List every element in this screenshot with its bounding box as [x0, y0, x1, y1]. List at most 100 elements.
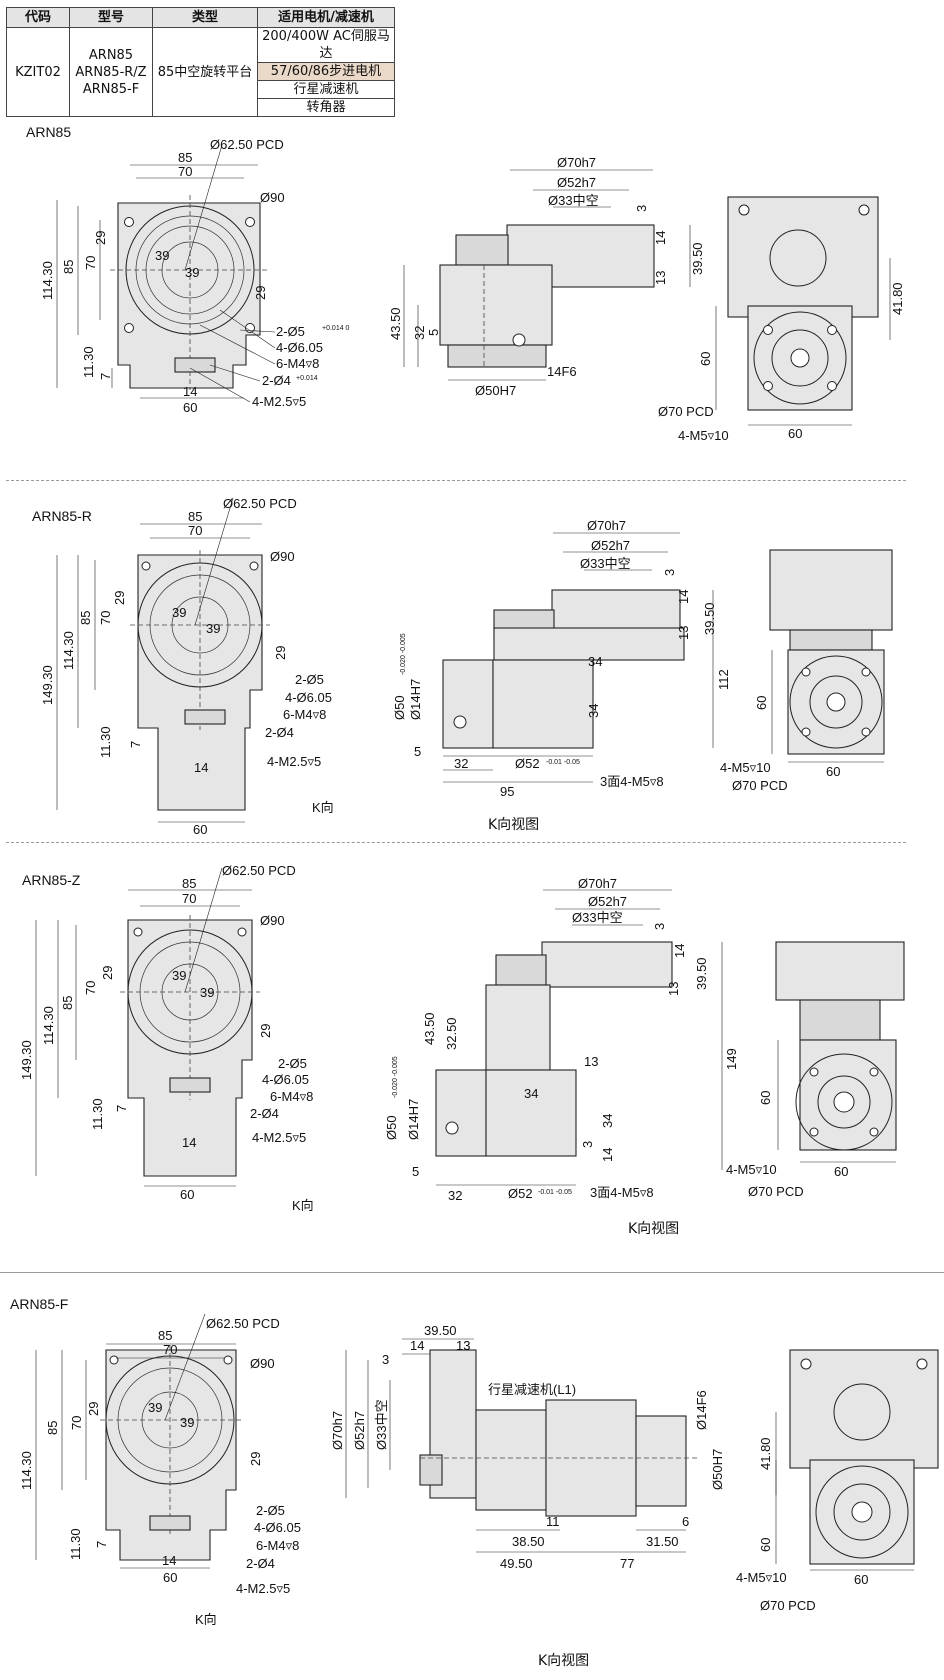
- dim-pcd: Ø62.50 PCD: [222, 863, 296, 878]
- leader: [209, 364, 261, 382]
- dim-112: 112: [716, 669, 731, 690]
- dim-d52: Ø52h7: [591, 538, 630, 553]
- dim-3: 3: [382, 1352, 389, 1367]
- callout-1: 2-Ø5: [278, 1056, 307, 1071]
- callout-3: 6-M4▿8: [270, 1089, 313, 1104]
- motor-block: [442, 659, 494, 749]
- dim-39b: 39: [185, 265, 199, 280]
- dim-3: 3: [634, 205, 649, 212]
- drawing-arn85r: 85 70 Ø62.50 PCD Ø90 149.30 114.30 85 70…: [40, 496, 893, 837]
- drawing-arn85: 85 70 Ø62.50 PCD Ø90 114.30 85 70 29 39 …: [40, 137, 905, 443]
- corner-hole: [237, 927, 247, 937]
- bolt-hole: [869, 1067, 879, 1077]
- dim-3: 3: [662, 569, 677, 576]
- shaft-circle: [851, 1501, 873, 1523]
- dim-pcd: Ø62.50 PCD: [223, 496, 297, 511]
- lower-block: [485, 1069, 577, 1157]
- callout-2: 4-Ø6.05: [262, 1072, 309, 1087]
- dim-39a: 39: [148, 1400, 162, 1415]
- callout-1: 2-Ø5: [276, 324, 305, 339]
- dim-d33: Ø33中空: [374, 1399, 389, 1450]
- callout-5: 4-M2.5▿5: [252, 1130, 306, 1145]
- angle-block: [492, 659, 594, 749]
- dim-70: 70: [188, 523, 202, 538]
- dim-d50: Ø50: [384, 1115, 399, 1140]
- section-divider: [0, 1272, 944, 1273]
- dim-70v: 70: [83, 256, 98, 270]
- dim-7: 7: [98, 373, 113, 380]
- corner-hole: [249, 561, 259, 571]
- dim-90: Ø90: [270, 549, 295, 564]
- callout-4: 2-Ø4: [265, 725, 294, 740]
- dim-14: 14: [410, 1338, 424, 1353]
- dim-d33: Ø33中空: [580, 556, 631, 571]
- section-title-arn85f: ARN85-F: [10, 1296, 69, 1312]
- reducer-rear: [635, 1415, 687, 1507]
- side-view: Ø70h7 Ø52h7 Ø33中空 3 14 39.50 13 43.50 32…: [384, 876, 739, 1203]
- dim-7: 7: [94, 1541, 109, 1548]
- dim-14: 14: [653, 231, 668, 245]
- bolt-hole: [763, 381, 773, 391]
- dim-60: 60: [180, 1187, 194, 1202]
- bolt-hole: [827, 381, 837, 391]
- model-3: ARN85-F: [82, 81, 140, 97]
- corner-hole: [141, 561, 151, 571]
- dim-pcd: Ø62.50 PCD: [210, 137, 284, 152]
- section-divider: [6, 480, 906, 481]
- drawing-arn85z: 85 70 Ø62.50 PCD Ø90 149.30 114.30 85 70…: [19, 863, 905, 1213]
- dim-14: 14: [162, 1553, 176, 1568]
- leader: [184, 867, 223, 993]
- dim-pcd70: Ø70 PCD: [732, 778, 788, 793]
- dim-39b: 39: [206, 621, 220, 636]
- leader: [164, 1313, 206, 1421]
- dim-114: 114.30: [40, 261, 55, 300]
- dim-5: 5: [412, 1164, 419, 1179]
- flange-circle: [815, 1465, 909, 1559]
- model-1: ARN85: [88, 47, 134, 63]
- corner-hole: [738, 204, 750, 216]
- dim-60: 60: [183, 400, 197, 415]
- corner-hole: [223, 1355, 233, 1365]
- dim-d52: Ø52h7: [588, 894, 627, 909]
- bolt-hole: [763, 325, 773, 335]
- dim-14b: 14: [600, 1148, 615, 1162]
- dim-29a: 29: [86, 1402, 101, 1416]
- dim-d50: Ø50: [392, 695, 407, 720]
- dim-60h: 60: [854, 1572, 868, 1587]
- mid-body: [493, 627, 685, 661]
- code-cell: KZIT02: [6, 27, 70, 117]
- flange-lower: [447, 344, 547, 368]
- dim-29b: 29: [273, 646, 288, 660]
- dim-90: Ø90: [260, 190, 285, 205]
- motor-block: [435, 1069, 487, 1157]
- dim-m5: 4-M5▿10: [726, 1162, 777, 1177]
- side-view: Ø70h7 Ø52h7 Ø33中空 3 14 39.50 13 112 34 3…: [392, 518, 731, 799]
- dim-114: 114.30: [41, 1006, 56, 1045]
- dim-39a: 39: [172, 605, 186, 620]
- dim-29a: 29: [93, 231, 108, 245]
- tol-1: +0.014 0: [322, 325, 350, 332]
- reducer-front: [475, 1409, 547, 1511]
- dim-3: 3: [652, 923, 667, 930]
- callout-2: 4-Ø6.05: [285, 690, 332, 705]
- corner-hole: [916, 1358, 928, 1370]
- header-code: 代码: [6, 7, 70, 28]
- motor-face: [727, 196, 879, 318]
- dim-d52: Ø52h7: [352, 1411, 367, 1450]
- callout-3: 6-M4▿8: [256, 1538, 299, 1553]
- dim-39: 39.50: [702, 602, 717, 635]
- dim-d33: Ø33中空: [548, 193, 599, 208]
- dim-85: 85: [178, 150, 192, 165]
- dim-60v: 60: [698, 352, 713, 366]
- back-view: 60 60 4-M5▿10 Ø70 PCD: [726, 941, 905, 1199]
- dim-149: 149.30: [19, 1040, 34, 1080]
- dim-39a: 39: [172, 968, 186, 983]
- dim-38: 38.50: [512, 1534, 545, 1549]
- dim-60: 60: [163, 1570, 177, 1585]
- flange-circle: [753, 311, 847, 405]
- dim-11: 11.30: [98, 726, 113, 758]
- dim-d50: Ø50H7: [710, 1449, 725, 1490]
- bolt-hole: [801, 667, 811, 677]
- dim-70: 70: [182, 891, 196, 906]
- dim-d52: Ø52h7: [557, 175, 596, 190]
